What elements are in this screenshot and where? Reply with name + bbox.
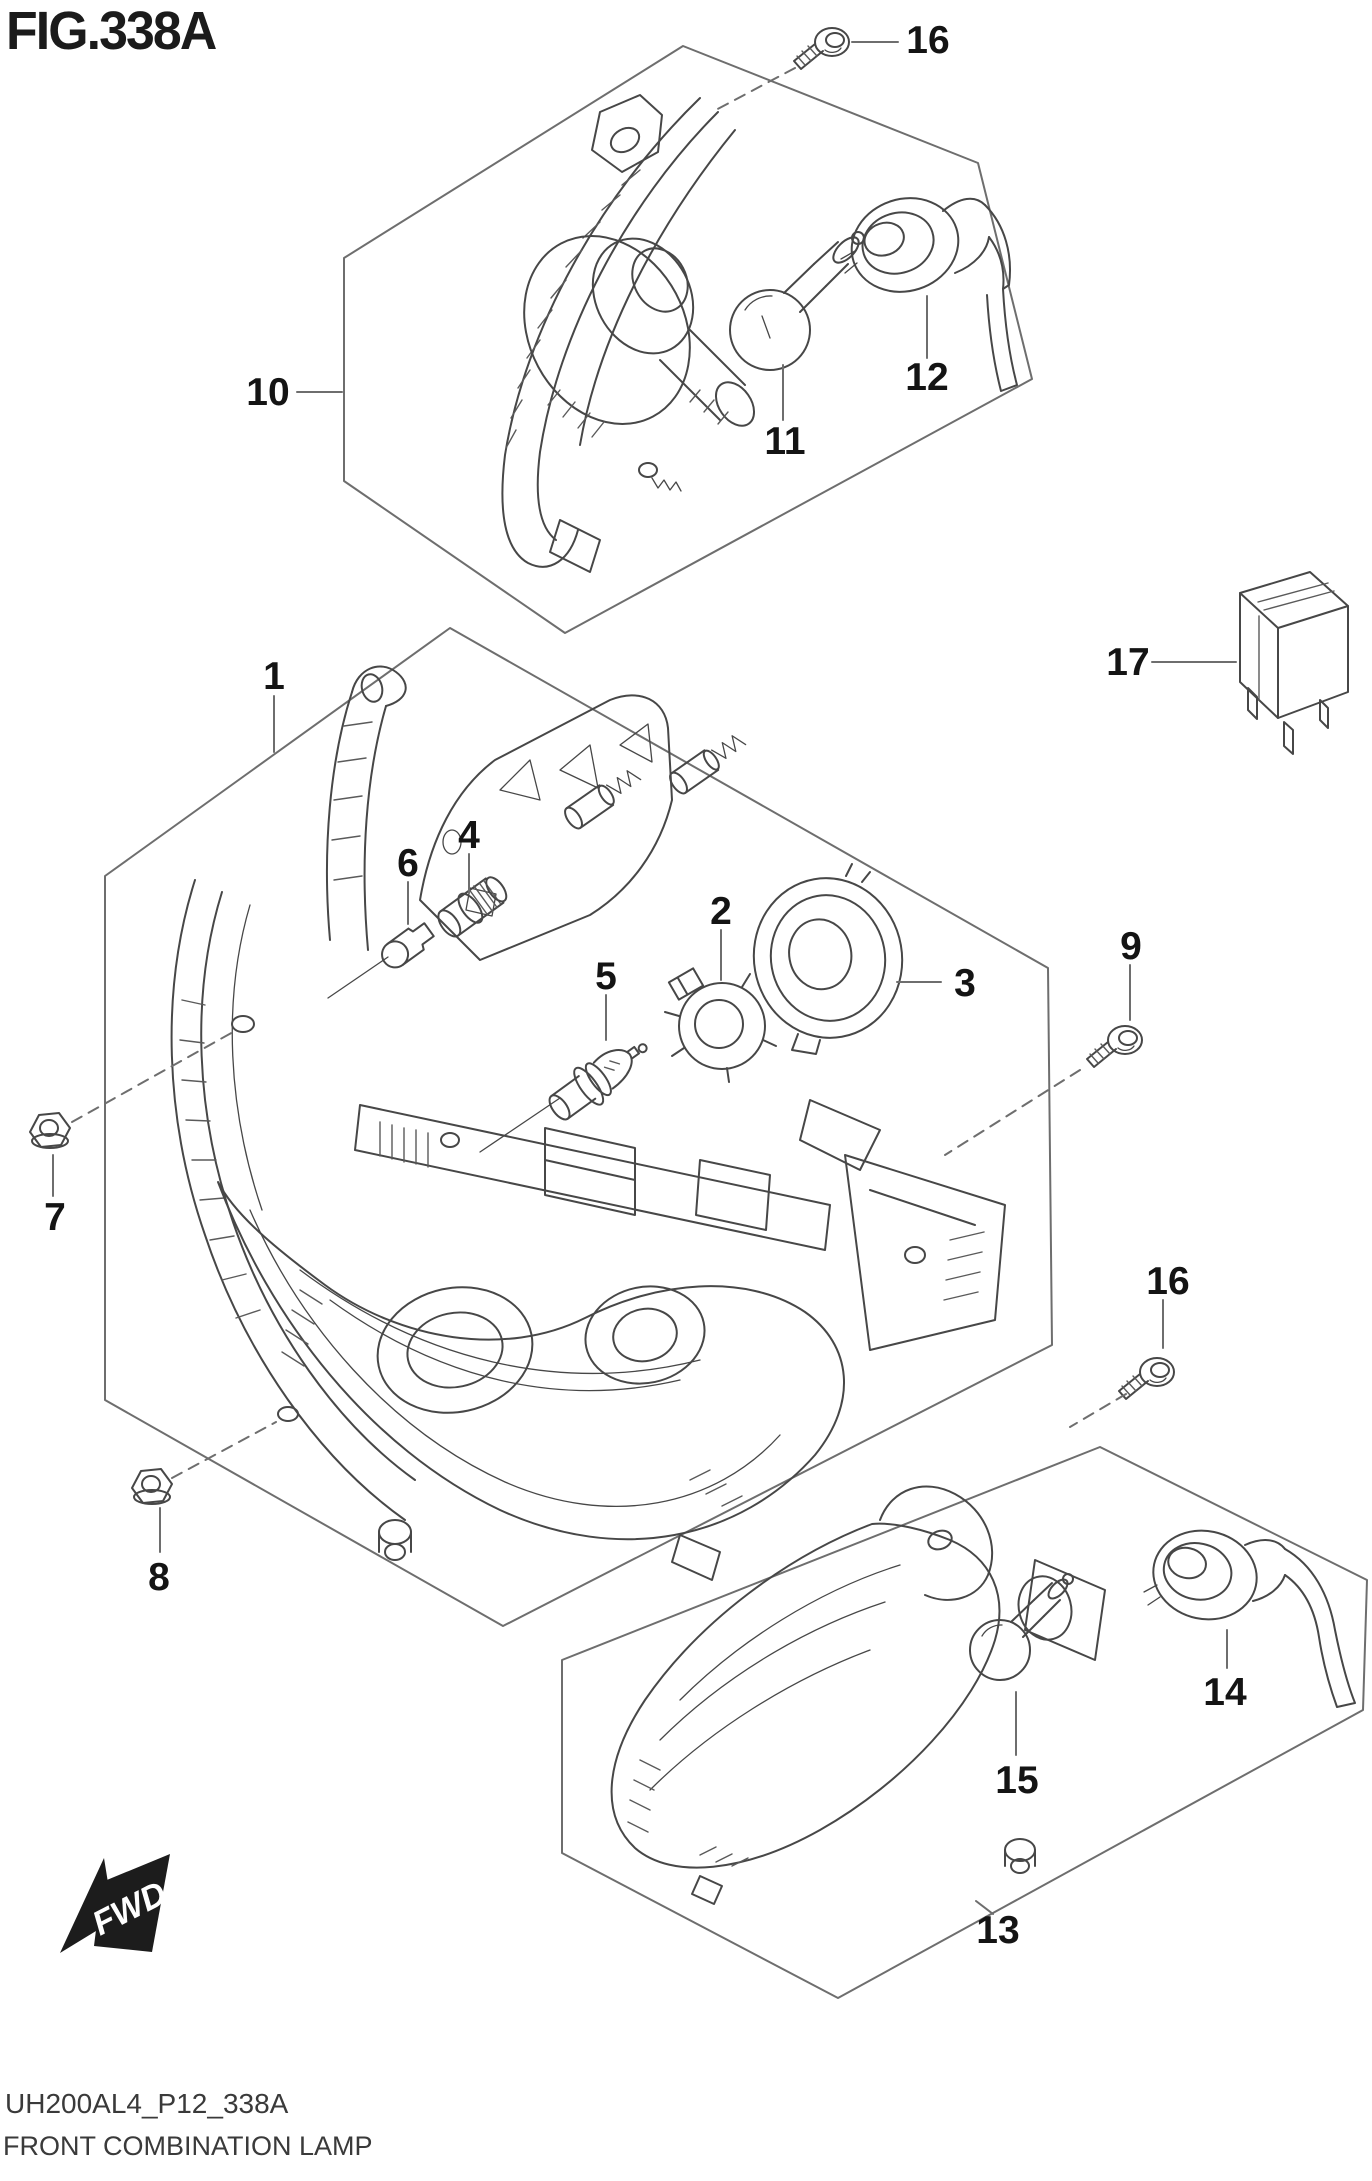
pointer-dash-7 [72,1032,233,1122]
callout-4: 4 [458,814,480,857]
headlamp-assembly-drawing [172,666,1005,1580]
figure-code: UH200AL4_P12_338A [5,2088,289,2119]
fwd-arrow: FWD [60,1854,173,1953]
top-group-box [344,46,1032,633]
callout-15: 15 [995,1759,1038,1802]
lens-outline [218,1182,844,1539]
screw-16-right-drawing [1118,1357,1175,1400]
bulb-5-drawing [541,1027,658,1129]
nut-7-drawing [29,1112,71,1149]
cap-3-drawing [741,864,915,1054]
bulb-holder-2-drawing [665,968,776,1082]
bottom-group-box [562,1447,1367,1998]
callout-5: 5 [595,955,617,998]
pointer-dash-8 [172,1422,276,1478]
callout-2: 2 [710,890,732,933]
callout-12: 12 [905,356,948,399]
adjuster-post [667,729,749,796]
bulb-15-drawing [970,1574,1073,1680]
callout-10: 10 [246,371,289,414]
pointer-dash-16-right [1070,1394,1126,1427]
socket-12-wire [985,205,1010,289]
fwd-arrow-body [94,1854,170,1952]
socket-12-drawing [839,185,1017,391]
headlamp-housing-drawing [492,95,762,572]
callout-11: 11 [764,420,805,463]
reflector-bowl [492,207,722,453]
callout-17: 17 [1106,641,1149,684]
nut-8-drawing [131,1468,173,1505]
screw-16-top-drawing [793,27,850,70]
socket-14-wire [1285,1549,1355,1707]
housing-hatch [506,170,640,448]
middle-group-box [105,628,1052,1626]
callout-3: 3 [954,962,976,1005]
socket-4-drawing [433,871,512,941]
callout-13: 13 [976,1909,1019,1952]
bulb-6-drawing [377,919,437,972]
figure-title: FIG.338A [6,1,217,61]
socket-14-drawing [1144,1521,1355,1707]
fwd-arrow-head [60,1858,114,1953]
pointer-dash-9 [945,1070,1080,1155]
adjuster-post [562,764,644,831]
callout-16-top: 16 [906,19,949,62]
figure-caption: FRONT COMBINATION LAMP [3,2131,373,2161]
callout-6: 6 [397,842,419,885]
turnsignal-lamp-drawing [612,1486,1105,1904]
callout-8: 8 [148,1556,170,1599]
pointer-dash-16-top [712,68,795,112]
screw-9-drawing [1086,1025,1143,1068]
callouts: 1 2 3 4 5 6 7 8 9 10 11 12 13 14 15 16 1… [44,19,1247,1952]
leader-lines [53,42,1236,1914]
callout-14: 14 [1203,1671,1247,1714]
callout-7: 7 [44,1196,66,1239]
callout-1: 1 [263,655,285,698]
relay-17-drawing [1240,572,1348,754]
callout-16-right: 16 [1146,1260,1189,1303]
bulb-11-drawing [730,232,864,370]
housing-top-tab [592,95,662,172]
leader-13 [976,1901,993,1914]
group-boxes [105,46,1367,1998]
callout-9: 9 [1120,925,1142,968]
